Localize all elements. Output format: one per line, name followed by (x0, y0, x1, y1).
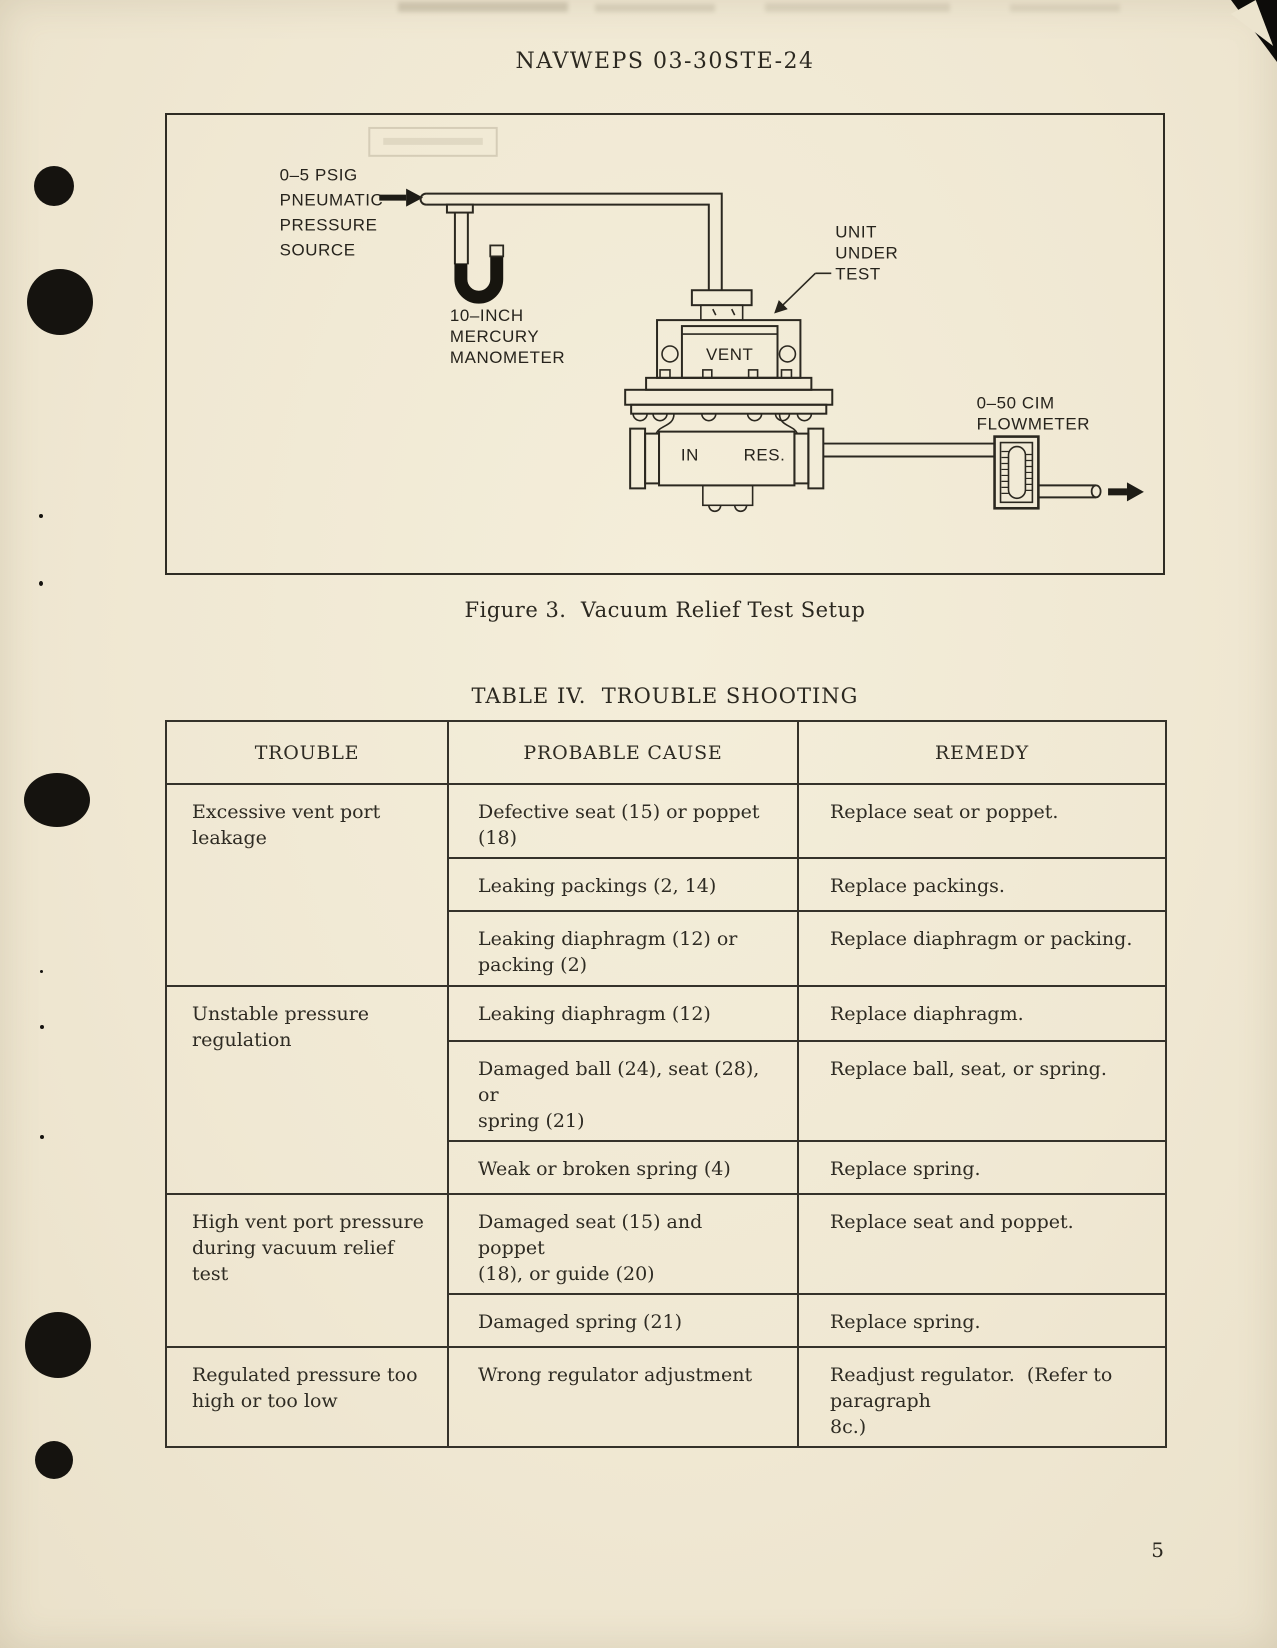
binder-dot (24, 773, 90, 827)
ink-speck (39, 514, 43, 518)
table-row: Regulated pressure too high or too low W… (165, 1346, 1167, 1448)
table-row: Damaged ball (24), seat (28), or spring … (166, 1040, 1167, 1142)
svg-text:0–5 PSIG: 0–5 PSIG (280, 166, 358, 185)
table-row: High vent port pressure during vacuum re… (165, 1193, 1167, 1348)
pressure-source-label: 0–5 PSIG PNEUMATIC PRESSURE SOURCE (280, 166, 384, 260)
svg-text:SOURCE: SOURCE (280, 240, 356, 259)
mercury-manometer (445, 203, 505, 304)
bleedthrough-box (368, 126, 498, 157)
svg-text:UNDER: UNDER (835, 243, 898, 262)
table-row: Leaking diaphragm (12) or packing (2) Re… (166, 910, 1167, 987)
unit-under-test-label: UNIT UNDER TEST (774, 222, 898, 314)
remedy-cell: Readjust regulator. (Refer to paragraph … (797, 1346, 1167, 1448)
svg-text:10–INCH: 10–INCH (450, 306, 524, 325)
table-row: Damaged spring (21) Replace spring. (166, 1293, 1167, 1348)
trouble-cell: Excessive vent port leakage (165, 783, 449, 987)
vent-label: VENT (706, 345, 753, 364)
ink-speck (40, 1135, 44, 1139)
res-to-flowmeter-pipe (823, 442, 995, 458)
remedy-cell: Replace packings. (797, 857, 1167, 912)
flow-arrow-icon (379, 188, 424, 207)
cause-cell: Damaged seat (15) and poppet (18), or gu… (447, 1193, 799, 1295)
binder-dot (35, 1441, 73, 1479)
table-row: Unstable pressure regulation Leaking dia… (165, 985, 1167, 1195)
document-header: NAVWEPS 03-30STE-24 (515, 49, 815, 74)
column-header-trouble: TROUBLE (165, 720, 449, 785)
cause-cell: Wrong regulator adjustment (447, 1346, 799, 1448)
unit-under-test-drawing: VENT (624, 289, 834, 513)
ink-speck (39, 581, 43, 586)
in-port-label: IN (681, 445, 699, 464)
column-header-remedy: REMEDY (797, 720, 1167, 785)
troubleshooting-table: TROUBLE PROBABLE CAUSE REMEDY Excessive … (165, 720, 1167, 1448)
column-header-cause: PROBABLE CAUSE (447, 720, 799, 785)
bleedthrough-smudge (1010, 4, 1120, 12)
table-title: TABLE IV. TROUBLE SHOOTING (471, 684, 859, 708)
res-port-label: RES. (744, 445, 786, 464)
bleedthrough-smudge (595, 4, 715, 12)
binder-dot (25, 1312, 91, 1378)
trouble-cell: Regulated pressure too high or too low (165, 1346, 449, 1448)
svg-text:0–50 CIM: 0–50 CIM (977, 394, 1055, 413)
remedy-cell: Replace diaphragm. (797, 985, 1167, 1042)
cause-cell: Leaking diaphragm (12) or packing (2) (447, 910, 799, 987)
page-number: 5 (1151, 1538, 1164, 1562)
binder-dot (27, 269, 93, 335)
cause-cell: Leaking diaphragm (12) (447, 985, 799, 1042)
svg-text:PRESSURE: PRESSURE (280, 215, 378, 234)
cause-cell: Damaged spring (21) (447, 1293, 799, 1348)
table-row: Excessive vent port leakage Defective se… (165, 783, 1167, 987)
svg-text:MERCURY: MERCURY (450, 327, 539, 346)
manometer-label: 10–INCH MERCURY MANOMETER (450, 306, 565, 367)
remedy-cell: Replace spring. (797, 1140, 1167, 1195)
ink-speck (40, 1025, 44, 1029)
binder-dot (34, 166, 74, 206)
svg-text:MANOMETER: MANOMETER (450, 348, 565, 367)
table-row: Weak or broken spring (4) Replace spring… (166, 1140, 1167, 1195)
figure-caption: Figure 3. Vacuum Relief Test Setup (464, 598, 866, 622)
remedy-cell: Replace spring. (797, 1293, 1167, 1348)
flowmeter-label: 0–50 CIM FLOWMETER (977, 394, 1090, 434)
outlet-arrow-icon (1108, 482, 1144, 502)
figure-diagram: 0–5 PSIG PNEUMATIC PRESSURE SOURCE (280, 126, 1144, 513)
bleedthrough-smudge (765, 3, 950, 12)
cause-cell: Leaking packings (2, 14) (447, 857, 799, 912)
svg-text:TEST: TEST (835, 264, 881, 283)
supply-pipe (419, 192, 723, 291)
cause-cell: Weak or broken spring (4) (447, 1140, 799, 1195)
remedy-cell: Replace seat or poppet. (797, 783, 1167, 859)
trouble-cell: Unstable pressure regulation (165, 985, 449, 1195)
callout-arrow-icon (774, 272, 816, 314)
ink-speck (40, 970, 43, 973)
svg-text:UNIT: UNIT (835, 222, 877, 241)
svg-text:PNEUMATIC: PNEUMATIC (280, 191, 384, 210)
table-row: Leaking packings (2, 14) Replace packing… (166, 857, 1167, 912)
remedy-cell: Replace seat and poppet. (797, 1193, 1167, 1295)
outlet-pipe (1038, 484, 1102, 499)
remedy-cell: Replace ball, seat, or spring. (797, 1040, 1167, 1142)
figure-panel: 0–5 PSIG PNEUMATIC PRESSURE SOURCE (165, 113, 1165, 575)
bleedthrough-smudge (398, 2, 568, 12)
remedy-cell: Replace diaphragm or packing. (797, 910, 1167, 987)
trouble-cell: High vent port pressure during vacuum re… (165, 1193, 449, 1348)
cause-cell: Damaged ball (24), seat (28), or spring … (447, 1040, 799, 1142)
svg-text:FLOWMETER: FLOWMETER (977, 415, 1090, 434)
flowmeter-drawing (993, 435, 1040, 510)
cause-cell: Defective seat (15) or poppet (18) (447, 783, 799, 859)
